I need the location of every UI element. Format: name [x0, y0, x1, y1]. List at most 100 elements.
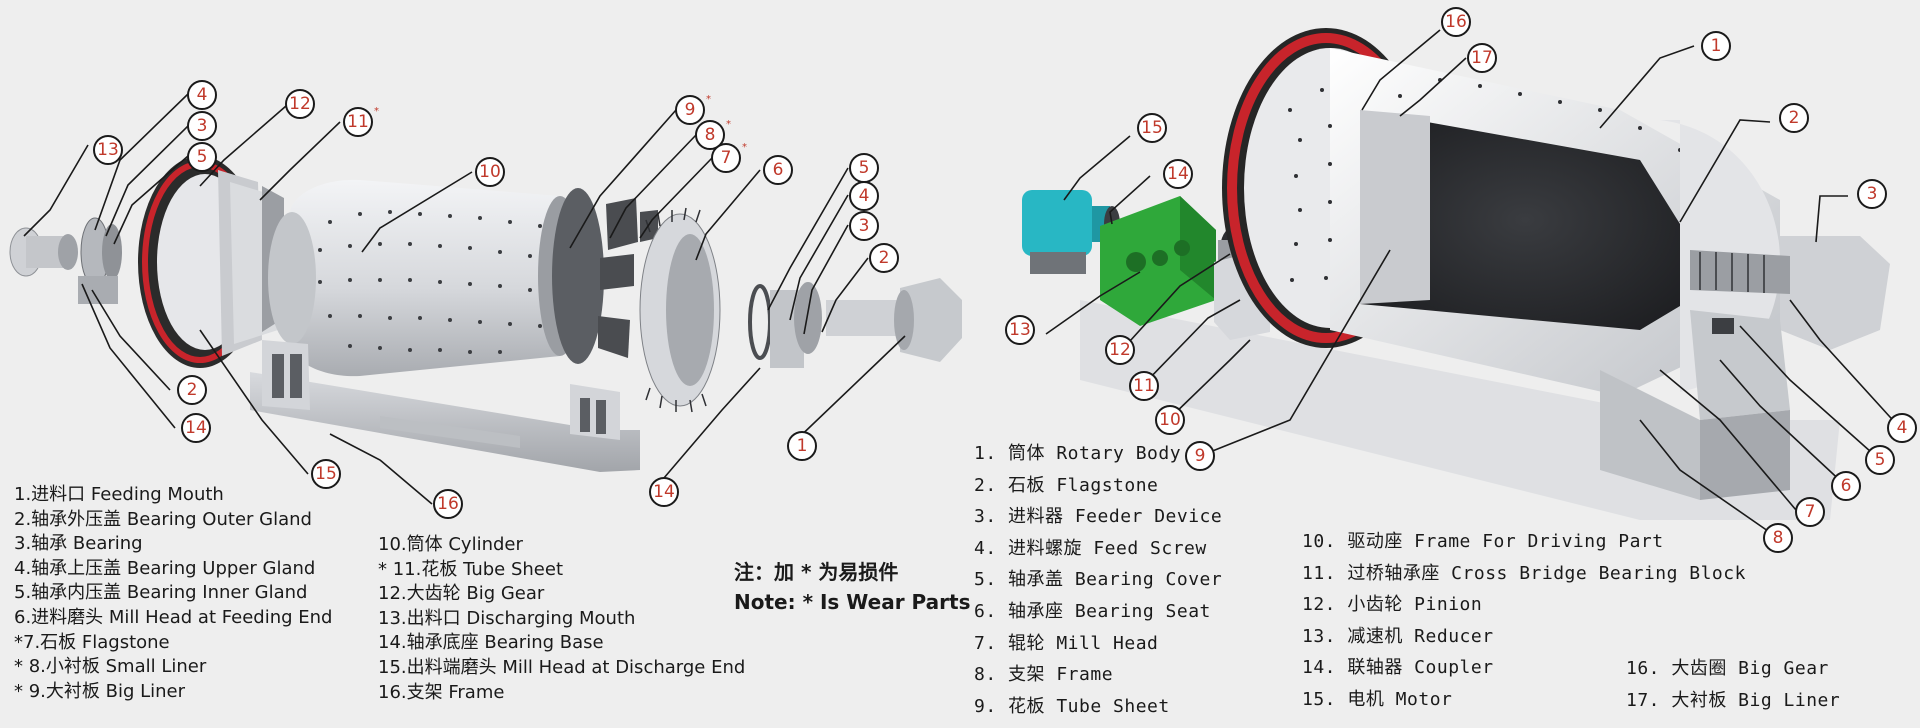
rotary-body-part [1330, 48, 1780, 396]
left-callout-15: 15 [311, 459, 341, 489]
legend-item: 10. 驱动座 Frame For Driving Part [1302, 531, 1664, 552]
right-callout-7: 7 [1795, 497, 1825, 527]
callout-ring [311, 459, 341, 489]
legend-item: * 9.大衬板 Big Liner [14, 680, 186, 702]
callout-ring [711, 143, 741, 173]
liner-parts [598, 198, 658, 358]
callout-number: 17 [1471, 48, 1493, 68]
callout-ring [1795, 497, 1825, 527]
legend-item: 15. 电机 Motor [1302, 688, 1453, 710]
callout-ring [1441, 7, 1471, 37]
callout-number: 10 [479, 162, 501, 182]
callout-number: 8 [1773, 528, 1784, 548]
left-callout-11: 11* [343, 106, 379, 137]
callout-ring [1005, 315, 1035, 345]
cylinder-part [268, 179, 604, 377]
reducer-part [1100, 196, 1216, 326]
callout-number: 3 [859, 216, 870, 236]
callout-number: 7 [721, 148, 732, 168]
callout-ring [285, 89, 315, 119]
callout-ring [1865, 445, 1895, 475]
legend-item: 11. 过桥轴承座 Cross Bridge Bearing Block [1302, 562, 1746, 584]
callout-ring [849, 211, 879, 241]
right-legend-col1: 1. 筒体 Rotary Body 2. 石板 Flagstone 3. 进料器… [974, 438, 1222, 722]
legend-item: 6. 轴承座 Bearing Seat [974, 600, 1211, 622]
legend-item: 5. 轴承盖 Bearing Cover [974, 569, 1223, 591]
legend-item: 17. 大衬板 Big Liner [1626, 689, 1841, 711]
callout-number: 7 [1805, 502, 1816, 522]
callout-number: 4 [197, 85, 208, 105]
legend-item: 6.进料磨头 Mill Head at Feeding End [14, 606, 333, 628]
legend-item: 14.轴承底座 Bearing Base [378, 632, 604, 654]
callout-ring [1467, 43, 1497, 73]
right-legend-col3: 16. 大齿圈 Big Gear 17. 大衬板 Big Liner [1626, 653, 1840, 716]
left-callout-6: 6 [763, 155, 793, 185]
callout-ring [1763, 523, 1793, 553]
legend-item: 3. 进料器 Feeder Device [974, 506, 1223, 528]
callout-ring [675, 95, 705, 125]
right-callout-4: 4 [1887, 413, 1917, 443]
right-callout-14: 14 [1163, 159, 1193, 189]
left-callout-7: 7* [711, 142, 747, 173]
right-mill-illustration [1022, 28, 1890, 520]
callout-ring [181, 413, 211, 443]
callout-ring [1185, 441, 1215, 471]
left-callout-14: 14 [649, 477, 679, 507]
callout-ring [1155, 405, 1185, 435]
right-callout-12: 12 [1105, 335, 1135, 365]
legend-item: * 8.小衬板 Small Liner [14, 656, 207, 678]
motor-part [1022, 190, 1110, 274]
callout-ring [187, 111, 217, 141]
callout-ring [1163, 159, 1193, 189]
callout-ring [763, 155, 793, 185]
callout-number: 4 [1897, 418, 1908, 438]
right-callout-16: 16 [1441, 7, 1471, 37]
callout-ring [1779, 103, 1809, 133]
right-callout-11: 11 [1129, 371, 1159, 401]
left-callout-1: 1 [787, 431, 817, 461]
right-callout-6: 6 [1831, 471, 1861, 501]
frame-part-right [1600, 370, 1790, 500]
callout-ring [433, 489, 463, 519]
callout-number: 2 [1789, 108, 1800, 128]
cylinder-bolt-dots [318, 210, 542, 354]
callout-ring [849, 181, 879, 211]
callout-ring [177, 375, 207, 405]
callout-number: 11 [347, 112, 369, 132]
note-cn: 注：加 * 为易损件 [734, 560, 899, 584]
legend-item: 12. 小齿轮 Pinion [1302, 594, 1483, 616]
callout-number: 15 [1141, 118, 1163, 138]
feeder-device-part [1690, 236, 1890, 350]
frame-part [250, 340, 640, 472]
legend-item: 10.筒体 Cylinder [378, 534, 523, 555]
legend-item: 1.进料口 Feeding Mouth [14, 484, 224, 505]
legend-item: * 11.花板 Tube Sheet [378, 558, 564, 580]
callout-number: 13 [97, 140, 119, 160]
legend-item: 16. 大齿圈 Big Gear [1626, 658, 1829, 679]
left-callout-3: 3 [187, 111, 217, 141]
callout-number: 12 [289, 94, 311, 114]
callout-ring [649, 477, 679, 507]
feeding-mouth-part [894, 278, 962, 362]
mill-head-feeding-part [639, 207, 721, 413]
callout-number: 14 [185, 418, 207, 438]
callout-ring [1137, 113, 1167, 143]
note-en: Note: * Is Wear Parts [734, 590, 971, 614]
callout-ring [869, 243, 899, 273]
left-callout-5: 5 [849, 153, 879, 183]
right-callout-8: 8 [1763, 523, 1793, 553]
wear-parts-note: 注：加 * 为易损件 Note: * Is Wear Parts [734, 557, 970, 617]
callout-number: 4 [859, 186, 870, 206]
legend-item: 4. 进料螺旋 Feed Screw [974, 537, 1207, 559]
right-callout-13: 13 [1005, 315, 1035, 345]
callout-ring [343, 107, 373, 137]
legend-item: 15.出料端磨头 Mill Head at Discharge End [378, 656, 746, 678]
legend-item: 14. 联轴器 Coupler [1302, 657, 1494, 679]
callout-ring [695, 120, 725, 150]
left-callout-2: 2 [177, 375, 207, 405]
right-legend-col2: 10. 驱动座 Frame For Driving Part 11. 过桥轴承座… [1302, 526, 1746, 716]
callout-number: 6 [773, 160, 784, 180]
right-callout-5: 5 [1865, 445, 1895, 475]
